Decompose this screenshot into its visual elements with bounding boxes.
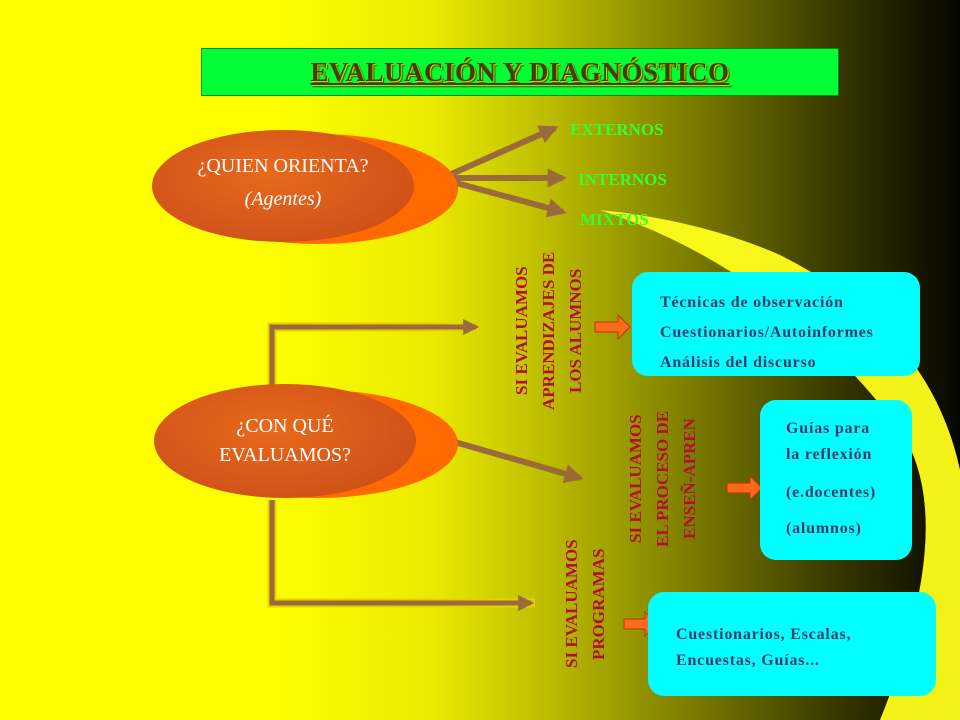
branch-programas: SI EVALUAMOS PROGRAMAS [562, 539, 608, 669]
small-arrow-proceso [726, 474, 763, 502]
arrow-externos [436, 125, 559, 183]
branch-aprendizajes: SI EVALUAMOS APRENDIZAJES DE LOS ALUMNOS [512, 251, 585, 411]
box-aprendizajes-item: Cuestionarios/Autoinformes [660, 324, 874, 341]
label-externos: EXTERNOS [570, 120, 664, 139]
box-proceso-item: (e.docentes) [786, 484, 877, 501]
box-aprendizajes: Técnicas de observación Cuestionarios/Au… [632, 272, 920, 376]
box-proceso: Guías para la reflexión (e.docentes) (al… [760, 400, 912, 560]
evaluamos-question-line2: EVALUAMOS? [219, 444, 351, 466]
box-proceso-item: Guías para [786, 420, 871, 437]
evaluamos-question: ¿CON QUÉ [236, 415, 334, 437]
agentes-oval: ¿QUIEN ORIENTA? (Agentes) [150, 128, 460, 248]
small-arrow-aprendizajes [594, 313, 631, 341]
branch-proceso: SI EVALUAMOS EL PROCESO DE ENSEÑ-APREN [626, 410, 699, 548]
title-box: EVALUACIÓN Y DIAGNÓSTICO [201, 48, 839, 96]
box-programas-item: Cuestionarios, Escalas, [676, 626, 852, 643]
connector-programas [267, 500, 535, 608]
box-proceso-item: (alumnos) [786, 520, 862, 537]
arrow-mixtos [437, 175, 567, 218]
evaluamos-oval: ¿CON QUÉ EVALUAMOS? [150, 382, 460, 502]
box-aprendizajes-item: Técnicas de observación [660, 294, 844, 311]
agentes-subtitle: (Agentes) [244, 188, 322, 210]
box-aprendizajes-item: Análisis del discurso [660, 354, 817, 371]
box-programas-item: Encuestas, Guías... [676, 652, 820, 669]
connector-aprendizajes [267, 322, 480, 388]
page-title: EVALUACIÓN Y DIAGNÓSTICO [310, 56, 730, 87]
agentes-question: ¿QUIEN ORIENTA? [197, 155, 369, 177]
label-internos: INTERNOS [578, 170, 667, 189]
label-mixtos: MIXTOS [580, 210, 649, 229]
box-proceso-item: la reflexión [786, 446, 873, 463]
box-programas: Cuestionarios, Escalas, Encuestas, Guías… [648, 592, 936, 696]
